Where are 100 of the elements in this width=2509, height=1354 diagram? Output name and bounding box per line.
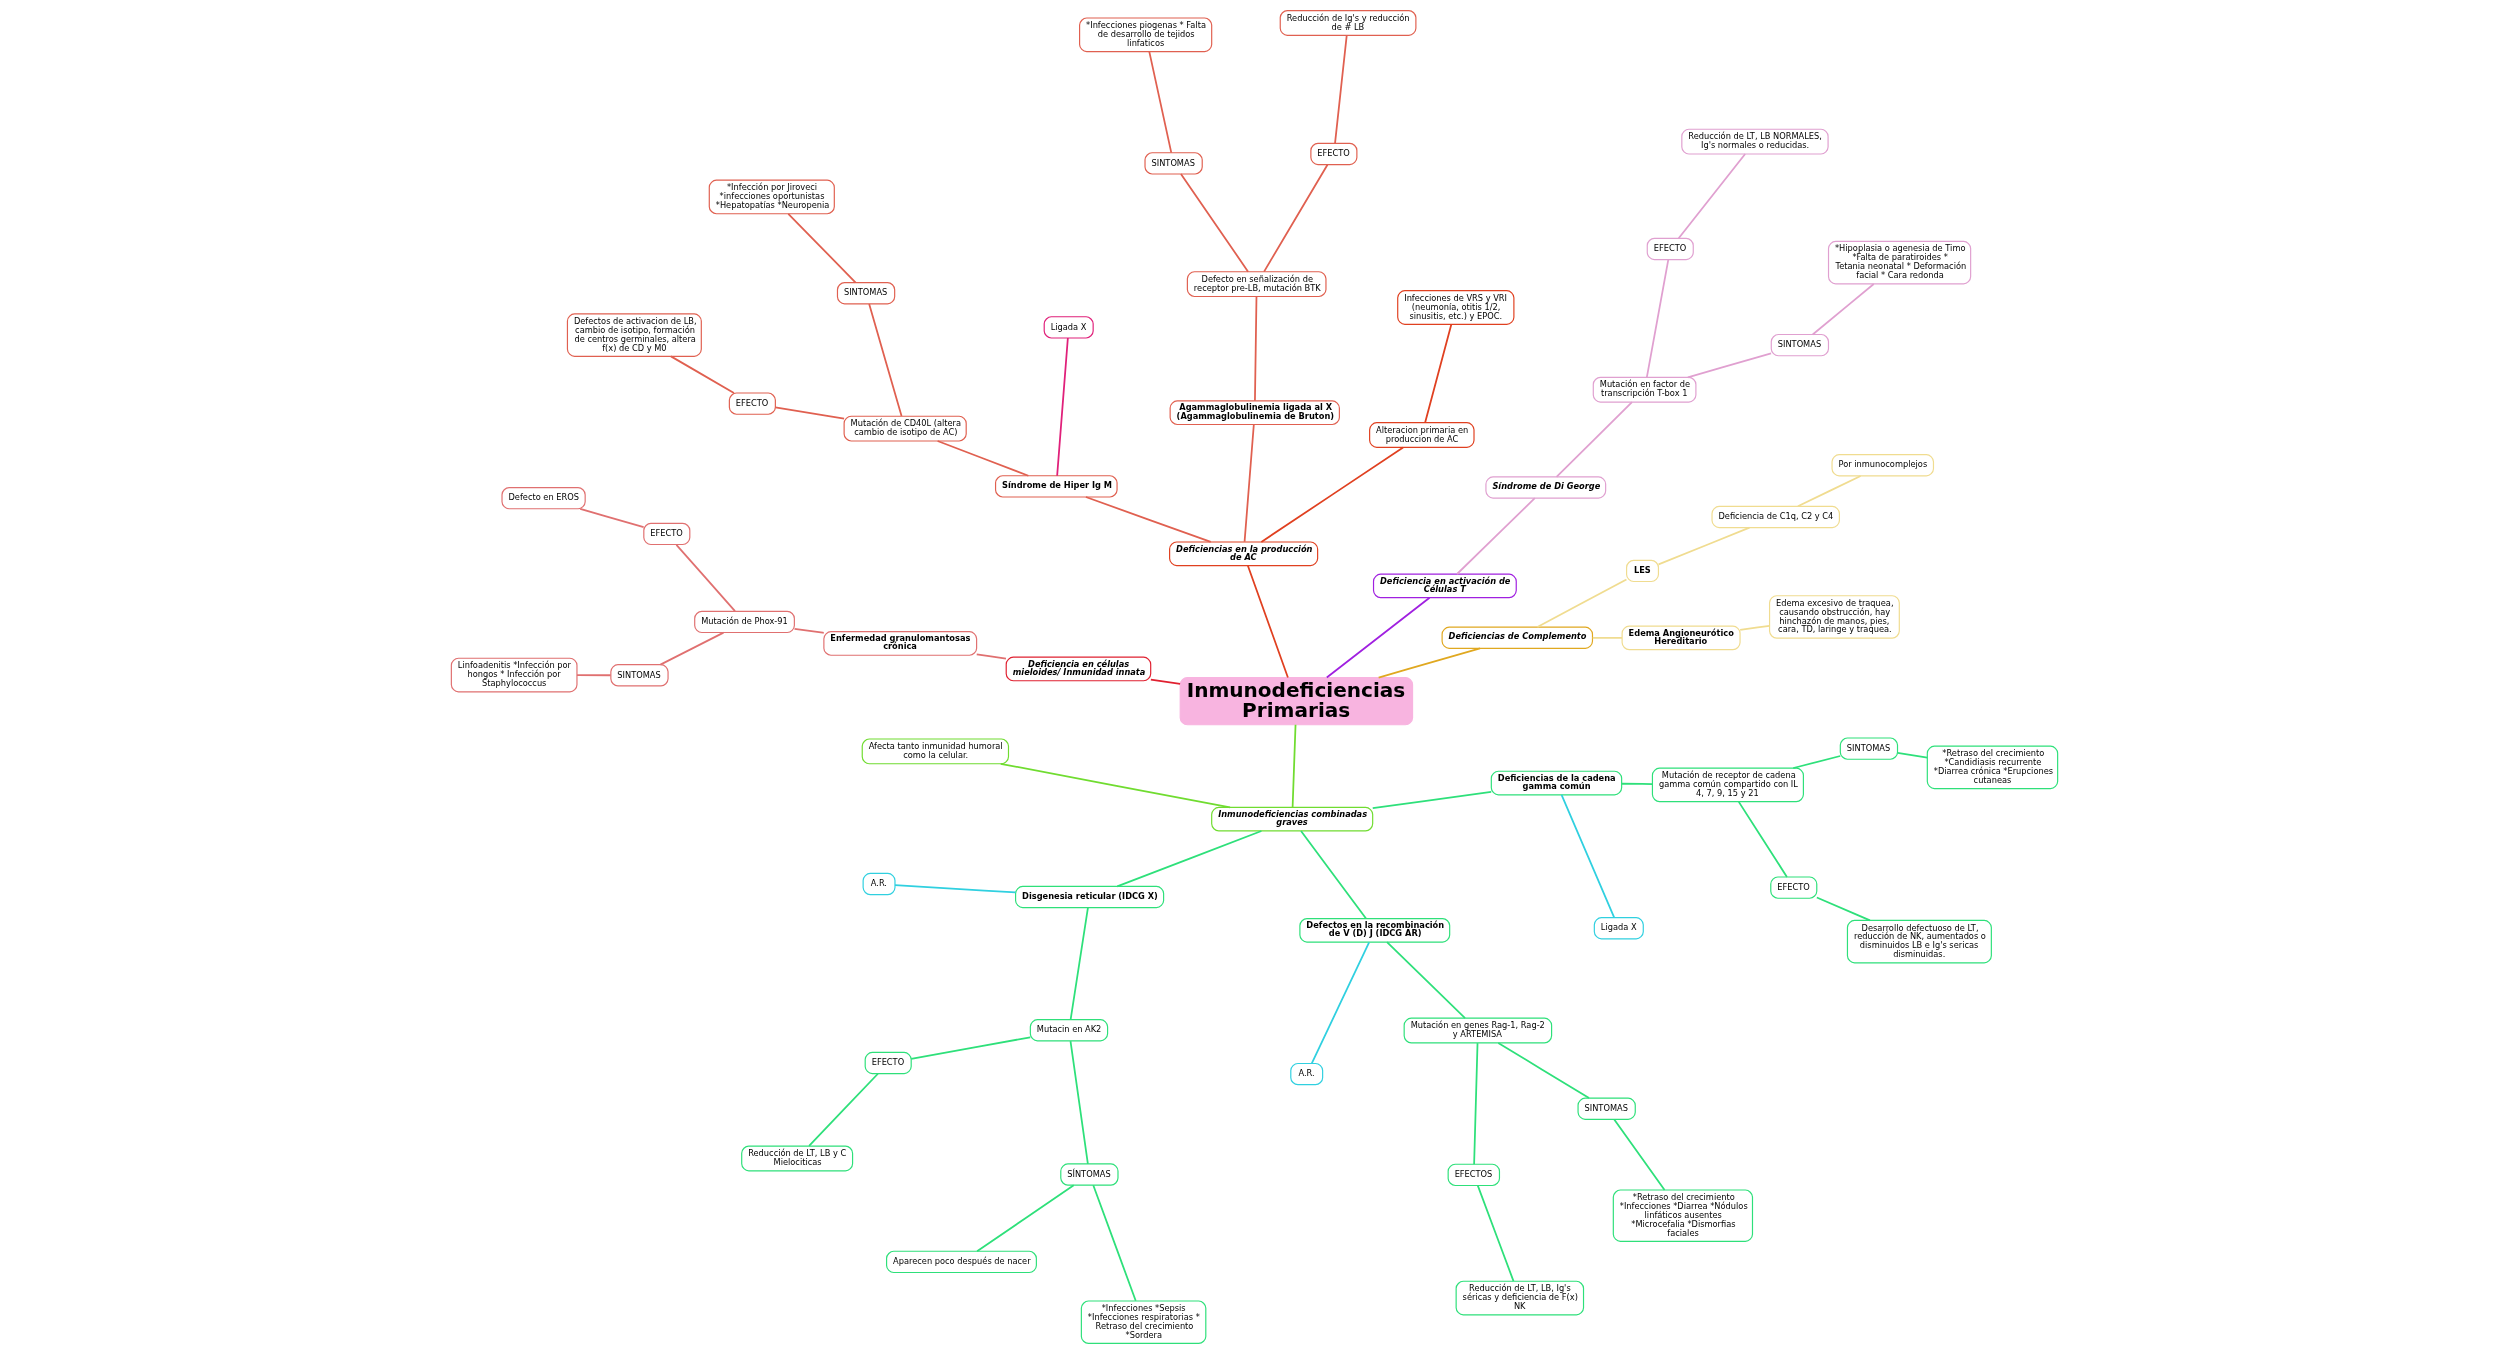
connector	[1424, 323, 1453, 424]
connector	[675, 543, 736, 612]
node-box: SINTOMAS	[1770, 333, 1830, 357]
node-box: Infecciones de VRS y VRI (neumonía, otitis 1/2, sinusitis, etc.) y EPOC.	[1397, 290, 1515, 325]
connector	[670, 355, 735, 394]
connector	[1371, 791, 1493, 809]
node-box: Ligada X	[1043, 316, 1094, 339]
connector	[659, 631, 725, 666]
connector	[1591, 636, 1623, 639]
connector	[1476, 1184, 1515, 1282]
connector	[1092, 1184, 1137, 1302]
node-box: Mutación de CD40L (altera cambio de isotipo de AC)	[843, 415, 967, 442]
node-box: EFECTO	[864, 1051, 912, 1075]
node-box: SINTOMAS	[1839, 737, 1899, 760]
connector	[976, 1184, 1075, 1253]
connector	[1497, 1042, 1590, 1099]
connector	[1291, 723, 1297, 809]
node-box: Síndrome de Di George	[1485, 476, 1607, 499]
connector	[1325, 596, 1431, 679]
connector	[910, 1036, 1032, 1060]
connector	[1116, 830, 1263, 888]
node-box: Desarrollo defectuoso de LT, reducción de NK, aumentados o disminuidos LB e Ig's sericas disminuidas.	[1846, 919, 1992, 964]
connector	[1792, 755, 1842, 769]
node-box: Edema Angioneurótico Hereditario	[1621, 625, 1741, 651]
node-box: Defecto en EROS	[501, 486, 586, 510]
node-box: LES	[1626, 559, 1660, 583]
node-box: Síndrome de Hiper Ig M	[995, 475, 1118, 498]
node-box: SINTOMAS	[1144, 152, 1203, 175]
node-box: A.R.	[862, 872, 896, 896]
node-box: EFECTO	[1646, 237, 1694, 261]
node-box: EFECTO	[1310, 142, 1358, 166]
node-box: Agammaglobulinemia ligada al X (Agammaglobulinemia de Bruton)	[1169, 400, 1340, 426]
connector	[1646, 258, 1670, 379]
connector	[1148, 50, 1173, 154]
connector	[1243, 423, 1255, 543]
node-box: Por inmunocomplejos	[1831, 454, 1935, 477]
node-box: Mutacin en AK2	[1029, 1019, 1109, 1042]
node-box: Mutación en factor de transcripción T-box 1	[1592, 376, 1697, 403]
node-box: *Hipoplasia o agenesia de Timo *Falta de paratiroides * Tetania neonatal * Deformación facial * Cara redonda	[1827, 240, 1972, 285]
connector	[1310, 941, 1370, 1065]
node-box: Deficiencias en la producción de AC	[1169, 541, 1319, 567]
node-box: Deficiencia en activación de Células T	[1372, 573, 1517, 599]
connector	[1737, 800, 1788, 878]
connector	[1069, 906, 1089, 1021]
connector	[1260, 446, 1404, 543]
connector	[1560, 794, 1616, 919]
connector	[1456, 497, 1536, 575]
node-box: Deficiencia en células mieloides/ Inmunidad innata	[1005, 656, 1152, 682]
node-box: *Infecciones piogenas * Falta de desarrollo de tejidos linfaticos	[1079, 17, 1213, 53]
node-box: *Infección por Jiroveci *infecciones oportunistas *Hepatopatías *Neuropenia	[708, 179, 835, 215]
connector	[936, 440, 1030, 477]
connector	[1377, 647, 1481, 679]
node-box: Ligada X	[1593, 917, 1644, 940]
connector	[975, 653, 1007, 660]
connector	[1815, 896, 1871, 922]
node-box: *Retraso del crecimiento *Candidiasis recurrente *Diarrea crónica *Erupciones cutaneas	[1926, 745, 2059, 790]
node-box: Alteracion primaria en produccion de AC	[1369, 422, 1475, 448]
connector	[1811, 283, 1875, 336]
node-box: SINTOMAS	[610, 664, 669, 687]
connector	[1896, 752, 1929, 759]
connector	[1056, 337, 1069, 477]
connector	[894, 884, 1017, 894]
node-box: SINTOMAS	[836, 282, 896, 305]
connector	[1473, 1042, 1479, 1166]
node-box: Enfermedad granulomantosas crónica	[823, 631, 978, 656]
connector	[1334, 34, 1348, 145]
connector	[579, 507, 645, 529]
node-box: Mutación en genes Rag-1, Rag-2 y ARTEMISA	[1403, 1017, 1553, 1044]
connector	[793, 627, 825, 634]
node-box: Reducción de LT, LB y C Mielociticas	[741, 1145, 854, 1172]
connector	[1677, 153, 1747, 240]
connector	[1386, 941, 1466, 1019]
node-box: EFECTOS	[1447, 1163, 1501, 1187]
connector	[774, 406, 845, 420]
connector	[1085, 496, 1212, 543]
connector	[1797, 475, 1862, 508]
node-box: EFECTO	[728, 392, 776, 415]
node-box: Aparecen poco después de nacer	[886, 1250, 1037, 1274]
node-box: SÍNTOMAS	[1060, 1163, 1119, 1186]
node-box: Defectos en la recombinación de V (D) J (IDCG AR)	[1299, 917, 1451, 943]
node-box: Deficiencias de Complemento	[1441, 626, 1594, 649]
node-box: Inmunodeficiencias combinadas graves	[1211, 806, 1374, 832]
node-box: Mutación de Phox-91	[694, 610, 795, 634]
connector	[1263, 163, 1329, 273]
node-box: A.R.	[1290, 1062, 1324, 1086]
connector	[1300, 830, 1367, 920]
node-box: Mutación de receptor de cadena gamma común compartido con IL 4, 7, 9, 15 y 21	[1651, 767, 1804, 803]
connector	[1069, 1040, 1089, 1165]
connector	[1555, 401, 1633, 478]
connector	[808, 1072, 879, 1147]
connector	[576, 674, 612, 677]
node-box: Reducción de Ig's y reducción de # LB	[1279, 9, 1417, 36]
node-box: *Infecciones *Sepsis *Infecciones respiratorias * Retraso del crecimiento *Sordera	[1080, 1300, 1207, 1345]
connector	[1686, 352, 1772, 379]
connector	[1613, 1118, 1666, 1191]
node-box: Defectos de activacion de LB, cambio de isotipo, formación de centros germinales, altera f(x) de CD y M0	[566, 313, 702, 357]
node-box: SINTOMAS	[1577, 1097, 1636, 1120]
connector	[787, 212, 857, 284]
node-box: Defecto en señalización de receptor pre-LB, mutación BTK	[1186, 271, 1327, 298]
node-box: Deficiencia de C1q, C2 y C4	[1711, 505, 1840, 529]
